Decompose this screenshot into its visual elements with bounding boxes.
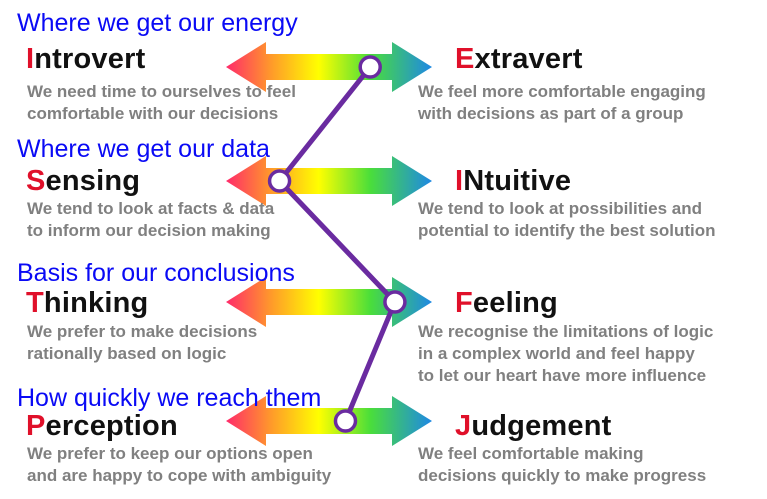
judgement-label: Judgement: [455, 410, 612, 442]
preference-marker-1: [358, 55, 382, 79]
preference-marker-4: [333, 409, 358, 433]
preference-path-line: [277, 65, 398, 422]
conclusions-heading: Basis for our conclusions: [17, 259, 295, 287]
introvert-label: Introvert: [26, 43, 146, 75]
extravert-label: Extravert: [455, 43, 583, 75]
perception-label: Perception: [26, 410, 178, 442]
preference-marker-2: [267, 169, 292, 193]
preference-marker-3: [383, 290, 407, 314]
scale-arrow-4: [226, 396, 432, 446]
data-heading: Where we get our data: [17, 135, 270, 163]
thinking-label: Thinking: [26, 287, 149, 319]
scale-arrow-1: [226, 42, 432, 92]
scale-arrow-2: [226, 156, 432, 206]
feeling-label: Feeling: [455, 287, 558, 319]
energy-heading: Where we get our energy: [17, 9, 298, 37]
speed-heading: How quickly we reach them: [17, 384, 322, 412]
sensing-label: Sensing: [26, 165, 141, 197]
intuitive-label: INtuitive: [455, 165, 572, 197]
